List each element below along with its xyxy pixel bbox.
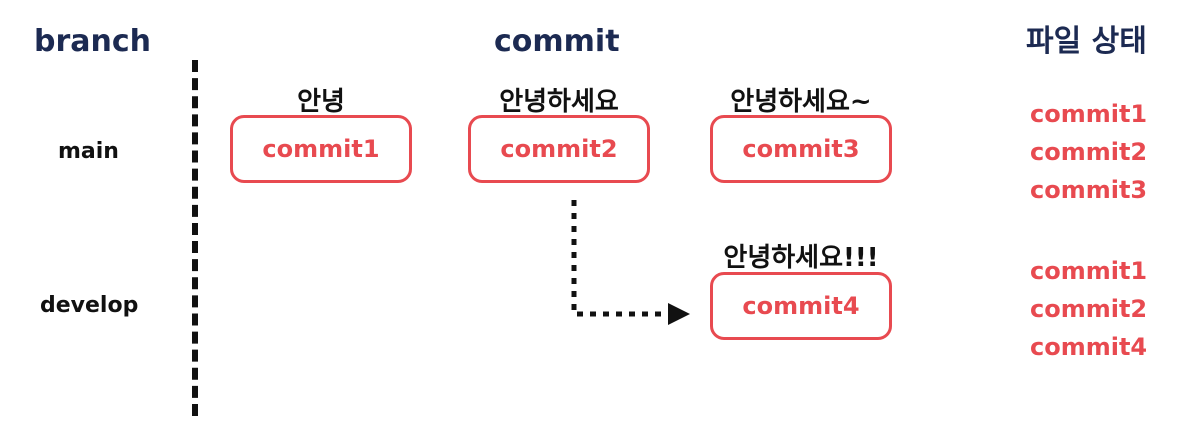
- branch-column-header: branch: [34, 24, 152, 59]
- commit-box-1: commit1: [230, 115, 412, 183]
- commit-message-1: 안녕: [297, 87, 345, 117]
- file-state-item: commit2: [1030, 138, 1148, 166]
- file-state-column-header: 파일 상태: [1026, 24, 1147, 59]
- commit-message-2: 안녕하세요: [499, 87, 619, 117]
- file-state-develop: commit1 commit2 commit4: [1030, 252, 1180, 366]
- branch-arrow-line: [571, 200, 668, 317]
- branch-label-main: main: [58, 139, 119, 164]
- commit-box-2: commit2: [468, 115, 650, 183]
- branch-label-develop: develop: [40, 293, 139, 318]
- file-state-item: commit2: [1030, 295, 1148, 323]
- commit-message-4: 안녕하세요!!!: [723, 243, 879, 273]
- file-state-item: commit3: [1030, 176, 1148, 204]
- file-state-item: commit4: [1030, 333, 1148, 361]
- file-state-item: commit1: [1030, 257, 1148, 285]
- branch-arrow-head: [668, 303, 690, 325]
- commit-box-4: commit4: [710, 272, 892, 340]
- commit-name: commit1: [262, 135, 380, 163]
- commit-name: commit2: [500, 135, 618, 163]
- column-divider: [192, 60, 198, 416]
- commit-name: commit4: [742, 292, 860, 320]
- commit-name: commit3: [742, 135, 860, 163]
- commit-column-header: commit: [494, 24, 620, 59]
- file-state-item: commit1: [1030, 100, 1148, 128]
- file-state-main: commit1 commit2 commit3: [1030, 95, 1180, 209]
- commit-message-3: 안녕하세요~: [730, 87, 872, 117]
- commit-box-3: commit3: [710, 115, 892, 183]
